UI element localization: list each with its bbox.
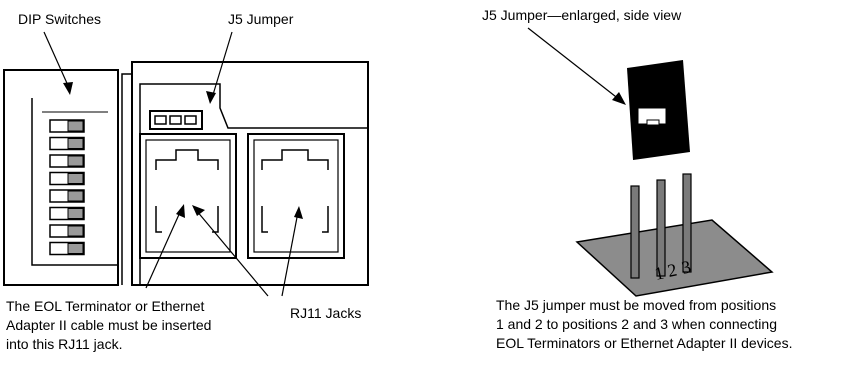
j5-jumper-leader <box>211 31 233 99</box>
rj11-jack-2 <box>247 133 345 259</box>
rj11-arrowhead-1 <box>192 205 205 216</box>
j5-jumper-header <box>149 110 203 130</box>
jumper-shunt-tab <box>646 119 660 126</box>
rj11-jack-1 <box>139 133 237 259</box>
eol-note-line-1: The EOL Terminator or Ethernet <box>6 298 205 314</box>
pin-number-2: 2 <box>666 259 679 280</box>
rj11-leader-1 <box>195 209 269 297</box>
dip-switch-bank <box>49 119 85 256</box>
rj11-arrowhead-2 <box>294 206 303 219</box>
jack-housing <box>121 61 369 286</box>
j5-jumper-label: J5 Jumper <box>228 11 294 27</box>
rj11-leader-2 <box>281 211 299 297</box>
dip-switches-label: DIP Switches <box>18 11 101 27</box>
jumper-note-line-1: The J5 jumper must be moved from positio… <box>496 297 776 313</box>
header-pin-1 <box>630 185 640 279</box>
dip-switch-panel <box>3 69 119 286</box>
dip-switch <box>49 136 85 151</box>
dip-switch <box>49 154 85 168</box>
eol-leader <box>145 209 182 289</box>
jumper-note-line-3: EOL Terminators or Ethernet Adapter II d… <box>496 335 792 351</box>
dip-switch <box>49 119 85 133</box>
eol-note-line-2: Adapter II cable must be inserted <box>6 317 211 333</box>
header-pin-3 <box>682 173 692 273</box>
dip-switches-arrowhead <box>63 82 73 95</box>
dip-switch <box>49 224 85 238</box>
pin-number-1: 1 <box>653 262 666 283</box>
header-base-plate <box>575 219 774 297</box>
dip-switch <box>49 241 85 256</box>
eol-note-line-3: into this RJ11 jack. <box>6 336 122 352</box>
j5-enlarged-label: J5 Jumper—enlarged, side view <box>482 7 682 23</box>
rj11-jacks-label: RJ11 Jacks <box>290 305 361 321</box>
j5-enlarged-leader <box>527 27 621 101</box>
eol-arrowhead <box>176 204 185 218</box>
dip-switch <box>49 189 85 203</box>
dip-switches-leader <box>43 31 71 91</box>
dip-switch <box>49 171 85 186</box>
jumper-note-line-2: 1 and 2 to positions 2 and 3 when connec… <box>496 316 777 332</box>
header-pin-2 <box>656 179 666 277</box>
pin-number-3: 3 <box>680 256 693 277</box>
j5-enlarged-arrowhead <box>612 92 626 105</box>
dip-switch <box>49 206 85 221</box>
jumper-side-view: 1 2 3 <box>575 60 774 297</box>
j5-jumper-arrowhead <box>206 91 216 104</box>
